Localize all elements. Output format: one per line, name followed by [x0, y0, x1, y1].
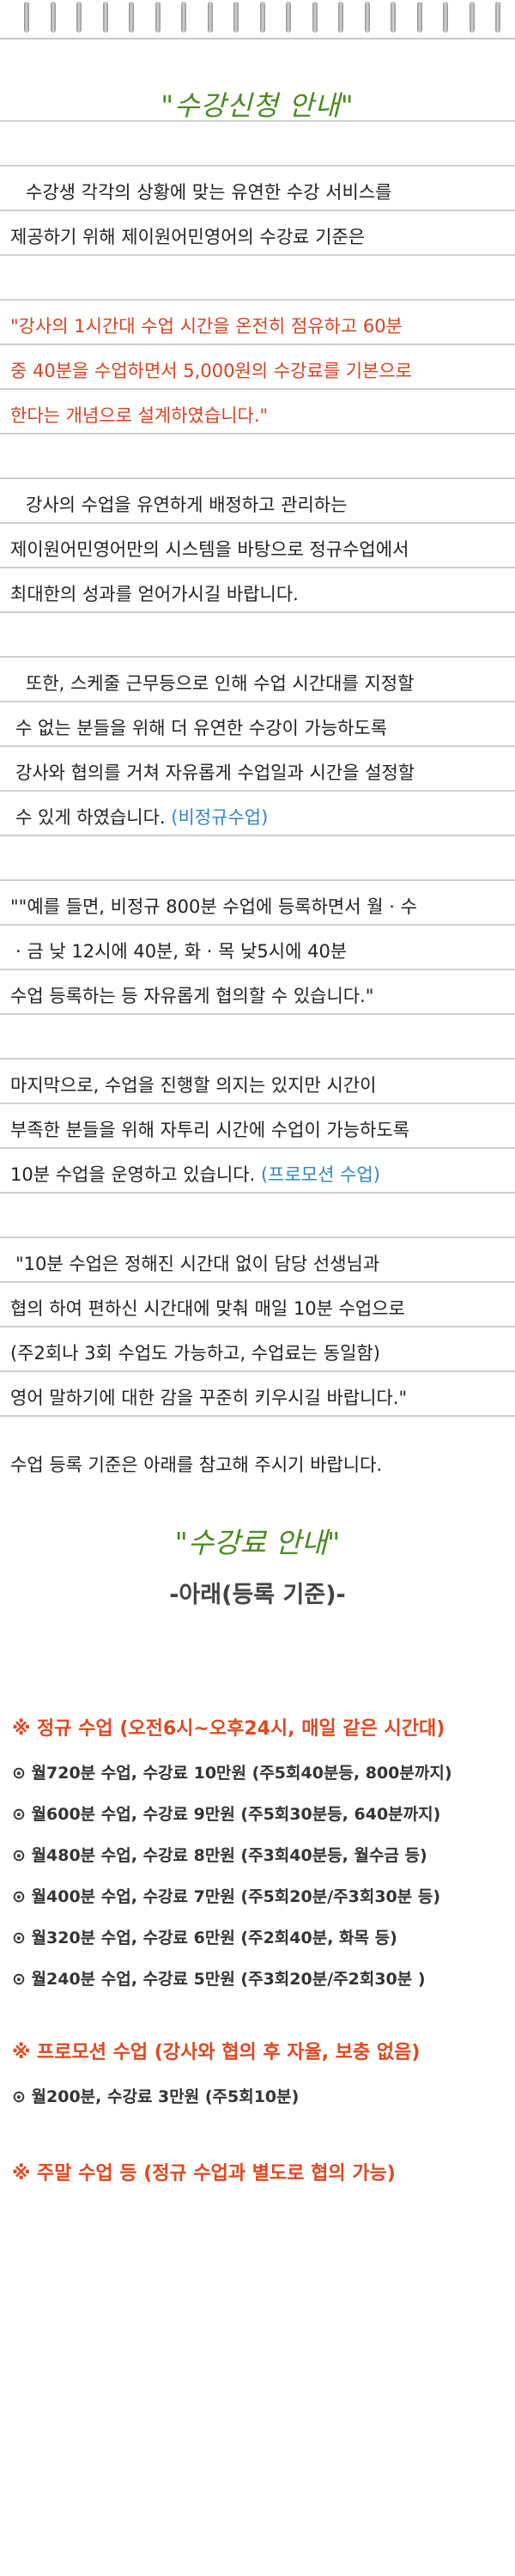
regular-price-item: ⊙ 월240분 수업, 수강료 5만원 (주3회20분/주2회30분 )	[12, 1970, 426, 1989]
para4-line-3: 수업 등록하는 등 자유롭게 협의할 수 있습니다."	[10, 986, 374, 1006]
binder-ring	[207, 2, 213, 33]
binder-ring	[50, 2, 56, 33]
pricing-title: "수강료 안내"	[174, 1526, 341, 1559]
binder-ring	[286, 2, 291, 33]
promotion-class-header: ※ 프로모션 수업 (강사와 협의 후 자율, 보충 없음)	[12, 2042, 421, 2063]
irregular-class-tag: (비정규수업)	[171, 807, 269, 828]
quote1-line-1: "강사의 1시간대 수업 시간을 온전히 점유하고 60분	[10, 316, 403, 337]
para5-line-2: 부족한 분들을 위해 자투리 시간에 수업이 가능하도록	[10, 1120, 410, 1140]
binder-ring	[129, 2, 134, 33]
notice-title: "수강신청 안내"	[161, 89, 354, 122]
binder-ring	[338, 2, 343, 33]
para1-line-1: 수강생 각각의 상황에 맞는 유연한 수강 서비스를	[26, 182, 392, 203]
regular-class-header: ※ 정규 수업 (오전6시~오후24시, 매일 같은 시간대)	[12, 1718, 445, 1740]
binder-ring	[312, 2, 318, 33]
binder-ring	[233, 2, 239, 33]
weekend-class-header: ※ 주말 수업 등 (정규 수업과 별도로 협의 가능)	[12, 2163, 396, 2184]
para3-line-3: 강사와 협의를 거쳐 자유롭게 수업일과 시간을 설정할	[15, 762, 415, 783]
binder-ring	[443, 2, 448, 33]
binder-ring	[154, 2, 161, 33]
binder-ring	[391, 2, 396, 33]
para2-line-2: 제이원어민영어만의 시스템을 바탕으로 정규수업에서	[10, 539, 409, 560]
para2-line-1: 강사의 수업을 유연하게 배정하고 관리하는	[26, 495, 348, 515]
para4-line-1: ""예를 들면, 비정규 800분 수업에 등록하면서 월 · 수	[10, 896, 417, 917]
binder-ring	[181, 2, 186, 33]
binder-ring	[416, 2, 422, 33]
para4-line-2: · 금 낮 12시에 40분, 화 · 목 낮5시에 40분	[15, 941, 348, 962]
regular-price-item: ⊙ 월720분 수업, 수강료 10만원 (주5회40분등, 800분까지)	[12, 1764, 452, 1783]
regular-price-item: ⊙ 월400분 수업, 수강료 7만원 (주5회20분/주3회30분 등)	[12, 1887, 441, 1906]
promotion-price-item: ⊙ 월200분, 수강료 3만원 (주5회10분)	[12, 2087, 300, 2106]
para5-line-3: 10분 수업을 운영하고 있습니다. (프로모션 수업)	[10, 1152, 505, 1197]
regular-price-item: ⊙ 월320분 수업, 수강료 6만원 (주2회40분, 화목 등)	[12, 1929, 397, 1947]
binder-ring	[364, 2, 370, 33]
quote1-line-2: 중 40분을 수업하면서 5,000원의 수강료를 기본으로	[10, 361, 412, 381]
para6-line-3: (주2회나 3회 수업도 가능하고, 수업료는 동일함)	[10, 1343, 380, 1364]
regular-price-item: ⊙ 월480분 수업, 수강료 8만원 (주3회40분등, 월수금 등)	[12, 1846, 427, 1865]
para5-line-1: 마지막으로, 수업을 진행할 의지는 있지만 시간이	[10, 1075, 377, 1096]
para3-line-4: 수 있게 하였습니다. (비정규수업)	[10, 795, 505, 840]
promotion-class-tag: (프로모션 수업)	[260, 1164, 380, 1185]
binder-ring	[102, 2, 108, 33]
binder-ring	[495, 2, 500, 33]
para3-line-2: 수 없는 분들을 위해 더 유연한 수강이 가능하도록	[15, 718, 388, 738]
binder-ring	[469, 2, 475, 33]
ruled-paper	[0, 77, 515, 1460]
para7-line: 수업 등록 기준은 아래를 참고해 주시기 바랍니다.	[10, 1455, 383, 1475]
pricing-subtitle: -아래(등록 기준)-	[169, 1582, 346, 1608]
para2-line-3: 최대한의 성과를 얻어가시길 바랍니다.	[10, 584, 299, 605]
quote1-line-3: 한다는 개념으로 설계하였습니다."	[10, 405, 269, 426]
para6-line-2: 협의 하여 편하신 시간대에 맞춰 매일 10분 수업으로	[10, 1298, 405, 1319]
para5-line-3-text: 10분 수업을 운영하고 있습니다.	[10, 1164, 256, 1185]
notebook-binder	[0, 0, 515, 39]
para3-line-1: 또한, 스케줄 근무등으로 인해 수업 시간대를 지정할	[26, 673, 415, 694]
binder-ring	[76, 2, 82, 33]
para6-line-1: "10분 수업은 정해진 시간대 없이 담당 선생님과	[15, 1254, 380, 1274]
para6-line-4: 영어 말하기에 대한 감을 꾸준히 키우시길 바랍니다."	[10, 1388, 408, 1408]
regular-price-item: ⊙ 월600분 수업, 수강료 9만원 (주5회30분등, 640분까지)	[12, 1805, 441, 1824]
binder-ring	[259, 2, 265, 33]
binder-ring	[24, 2, 29, 33]
para1-line-2: 제공하기 위해 제이원어민영어의 수강료 기준은	[10, 227, 366, 247]
para3-line-4-text: 수 있게 하였습니다.	[15, 807, 166, 828]
